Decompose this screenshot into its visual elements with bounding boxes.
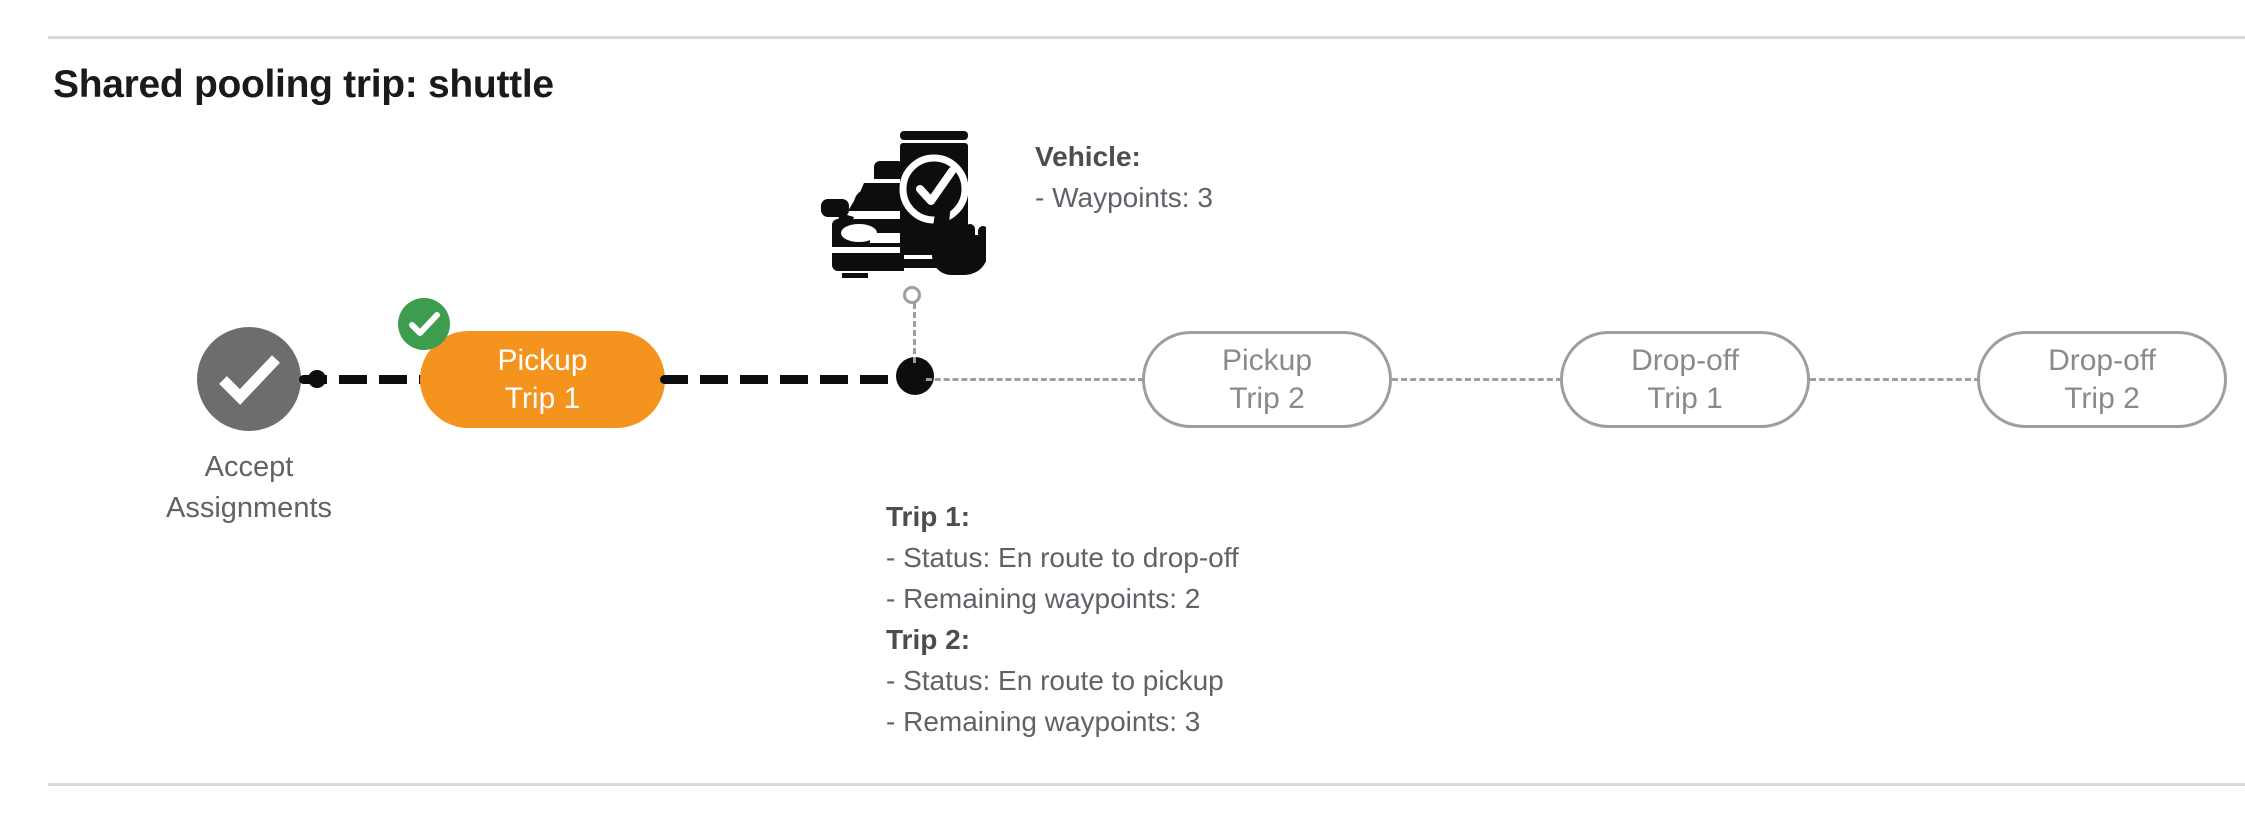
accept-assignments-label: Accept Assignments xyxy=(129,447,369,529)
stop-dropoff-trip-2-line1: Drop-off xyxy=(2048,343,2156,377)
trip-1-heading: Trip 1: xyxy=(886,501,971,532)
stop-dropoff-trip-1[interactable]: Drop-off Trip 1 xyxy=(1560,331,1810,428)
page-title: Shared pooling trip: shuttle xyxy=(53,63,554,106)
stop-pickup-trip-2[interactable]: Pickup Trip 2 xyxy=(1142,331,1392,428)
stop-dropoff-trip-2[interactable]: Drop-off Trip 2 xyxy=(1977,331,2227,428)
vehicle-phone-check-icon xyxy=(818,123,986,278)
trip-2-heading: Trip 2: xyxy=(886,624,971,655)
divider-top xyxy=(48,36,2245,39)
trip-details-callout: Trip 1: - Status: En route to drop-off -… xyxy=(886,496,1239,742)
path-completed-segment-1 xyxy=(299,375,425,384)
trip-2-status: - Status: En route to pickup xyxy=(886,665,1224,696)
path-upcoming-segment-1 xyxy=(1392,378,1562,381)
vehicle-position-dot[interactable] xyxy=(896,357,934,395)
accept-label-line1: Accept xyxy=(204,451,294,483)
accept-assignments-node[interactable] xyxy=(197,327,301,431)
trip-1-waypoints: - Remaining waypoints: 2 xyxy=(886,583,1201,614)
stop-dropoff-trip-1-line2: Trip 1 xyxy=(1647,381,1723,415)
vehicle-callout-heading: Vehicle: xyxy=(1035,141,1141,172)
check-circle-icon xyxy=(219,355,280,405)
stop-pickup-trip-1-line1: Pickup xyxy=(497,343,588,377)
vehicle-leader-ring xyxy=(903,286,921,304)
divider-bottom xyxy=(48,783,2245,786)
stop-pickup-trip-2-line2: Trip 2 xyxy=(1229,381,1305,415)
check-badge-glyph xyxy=(409,312,440,336)
stop-dropoff-trip-2-line2: Trip 2 xyxy=(2064,381,2140,415)
stop-pickup-trip-1[interactable]: Pickup Trip 1 xyxy=(420,331,665,428)
stop-dropoff-trip-1-line1: Drop-off xyxy=(1631,343,1739,377)
accept-label-line2: Assignments xyxy=(165,492,332,524)
check-badge-icon xyxy=(398,298,450,350)
trip-1-status: - Status: En route to drop-off xyxy=(886,542,1239,573)
vehicle-callout-waypoints: - Waypoints: 3 xyxy=(1035,182,1213,213)
path-completed-segment-2 xyxy=(660,375,918,384)
stop-pickup-trip-1-line2: Trip 1 xyxy=(504,381,581,415)
path-upcoming-segment-2 xyxy=(1810,378,1980,381)
stop-pickup-trip-2-line1: Pickup xyxy=(1221,343,1313,377)
vehicle-callout: Vehicle: - Waypoints: 3 xyxy=(1035,136,1213,218)
vehicle-phone-check-glyph xyxy=(821,131,986,278)
path-upcoming-segment-0 xyxy=(926,378,1144,381)
vehicle-leader-line xyxy=(913,303,916,363)
trip-2-waypoints: - Remaining waypoints: 3 xyxy=(886,706,1201,737)
